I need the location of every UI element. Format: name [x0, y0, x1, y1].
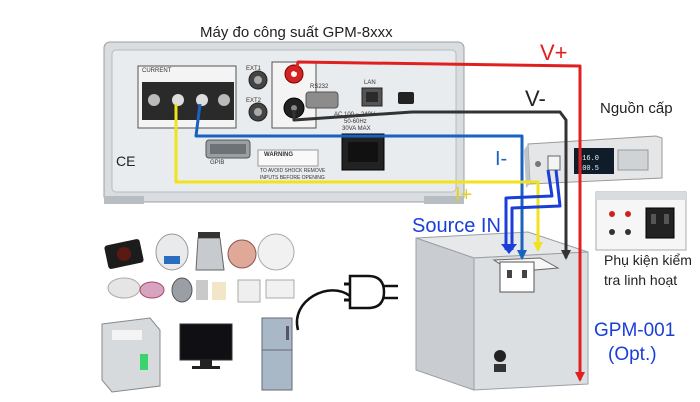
lan-label: LAN	[364, 80, 376, 86]
power-plug-icon	[344, 274, 398, 310]
svg-text:CE: CE	[116, 153, 135, 169]
power-meter-rear-panel: CE	[103, 41, 465, 204]
current-terminal-label: CURRENT	[142, 68, 172, 74]
wire-arrowheads	[501, 242, 585, 382]
v-plus-label: V+	[540, 40, 568, 65]
v-minus-wire	[292, 110, 568, 258]
source-in-label: Source IN	[412, 215, 501, 237]
gpib-label: GPIB	[210, 160, 225, 166]
rs232-label: RS232	[310, 84, 329, 90]
source-in-wire	[504, 169, 554, 250]
power-source-label: Nguồn cấp	[600, 100, 673, 117]
i-plus-wire	[174, 104, 540, 250]
v-minus-label: V-	[525, 86, 546, 111]
test-accessory-box	[595, 191, 687, 251]
i-plus-label: I+	[455, 184, 473, 206]
gpm-001-label: GPM-001	[594, 320, 676, 341]
gpm-001-box	[415, 231, 589, 391]
plug-cable	[295, 289, 351, 331]
ac-frequency-label: 50-60Hz	[344, 119, 367, 125]
warning-subtext: TO AVOID SHOCK REMOVE INPUTS BEFORE OPEN…	[260, 168, 326, 181]
diagram-title: Máy đo công suất GPM-8xxx	[200, 24, 393, 41]
warning-label: WARNING	[264, 152, 293, 158]
i-minus-label: I-	[495, 148, 508, 170]
ac-power-label: 30VA MAX	[342, 126, 371, 132]
svg-text:100.5: 100.5	[578, 165, 599, 173]
household-appliances	[101, 232, 295, 393]
accessory-label-line2: tra linh hoạt	[604, 272, 678, 288]
accessory-label-line1: Phụ kiện kiểm	[604, 252, 692, 268]
ext2-label: EXT2	[246, 98, 262, 104]
ext1-label: EXT1	[246, 66, 262, 72]
svg-text:316.0: 316.0	[578, 155, 599, 163]
ac-voltage-label: AC 100 ~ 240V ~	[334, 112, 381, 118]
v-plus-wire	[294, 60, 582, 380]
optional-label: (Opt.)	[608, 344, 657, 365]
source-in-wire-2	[510, 169, 562, 250]
power-source-unit: 316.0 100.5	[524, 135, 663, 188]
wires	[174, 60, 582, 380]
